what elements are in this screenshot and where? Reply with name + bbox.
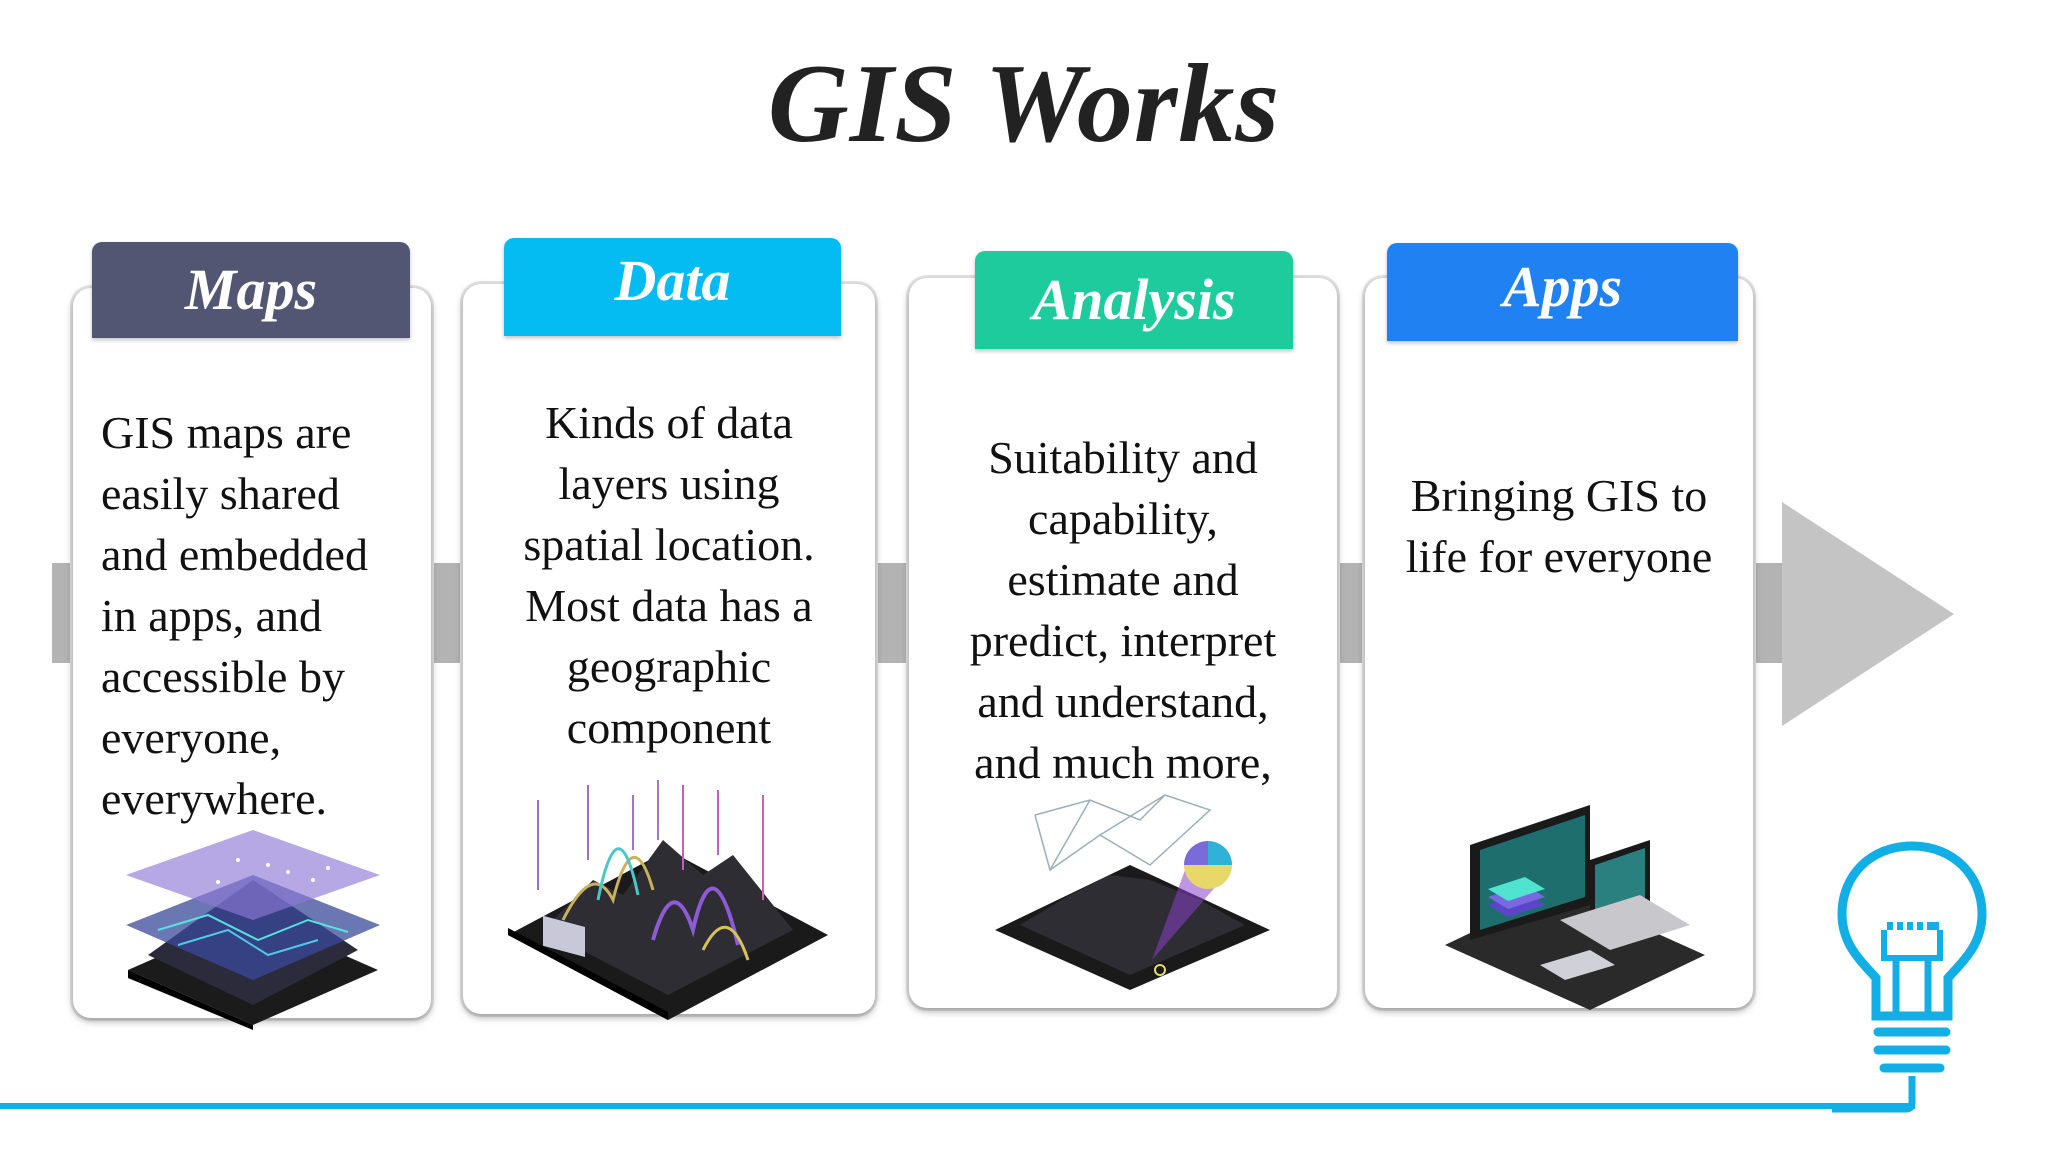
- layered-map-icon: [126, 830, 380, 1030]
- maps-tab: Maps: [92, 242, 410, 338]
- page-title: GIS Works: [767, 42, 1281, 166]
- data-description: Kinds of data layers using spatial locat…: [523, 397, 815, 753]
- analysis-terrain-icon: [995, 794, 1270, 990]
- apps-description: Bringing GIS to life for everyone: [1405, 470, 1713, 582]
- process-arrow-head: [1782, 502, 1954, 726]
- lightbulb-icon: [1832, 841, 1987, 1113]
- analysis-description: Suitability and capability, estimate and…: [969, 432, 1277, 788]
- apps-tab: Apps: [1387, 243, 1738, 341]
- analysis-tab: Analysis: [975, 251, 1293, 349]
- maps-description: GIS maps are easily shared and embedded …: [101, 407, 368, 824]
- accent-line: [0, 1103, 1915, 1109]
- data-terrain-icon: [508, 780, 828, 1020]
- data-tab: Data: [504, 238, 841, 336]
- devices-icon: [1445, 805, 1705, 1010]
